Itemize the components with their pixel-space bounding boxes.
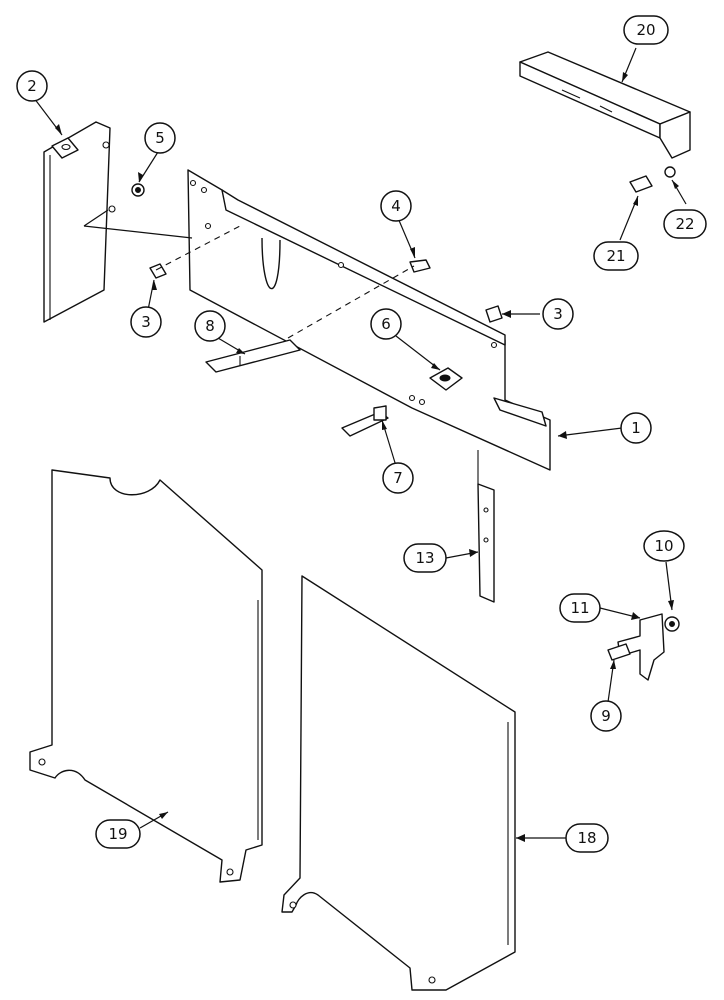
part-1-main-panel [187, 169, 551, 471]
callout-2: 2 [16, 70, 48, 102]
callout-4: 4 [380, 190, 412, 222]
callout-3-left: 3 [130, 306, 162, 338]
svg-text:10: 10 [654, 537, 673, 555]
callout-19: 19 [95, 819, 141, 849]
callout-11: 11 [559, 593, 601, 623]
assembly-lines [83, 209, 415, 339]
callout-7: 7 [382, 462, 414, 494]
svg-text:18: 18 [577, 829, 596, 847]
svg-text:13: 13 [415, 549, 434, 567]
svg-text:2: 2 [27, 77, 37, 95]
svg-text:11: 11 [570, 599, 589, 617]
part-19-left-panel [29, 469, 263, 883]
part-3-bolt-right [485, 305, 503, 323]
callout-1: 1 [620, 412, 652, 444]
callout-9: 9 [590, 700, 622, 732]
callout-21: 21 [593, 241, 639, 271]
svg-text:22: 22 [675, 215, 694, 233]
part-3-bolt-left [149, 263, 167, 279]
callout-22: 22 [663, 209, 707, 239]
part-7-clip [341, 405, 389, 437]
part-20-cover [519, 51, 691, 159]
callout-8: 8 [194, 310, 226, 342]
svg-text:20: 20 [636, 21, 655, 39]
svg-text:3: 3 [141, 313, 151, 331]
svg-text:1: 1 [631, 419, 641, 437]
svg-text:4: 4 [391, 197, 401, 215]
part-9-bolt [607, 643, 631, 661]
part-10-nut [664, 616, 680, 632]
callout-20: 20 [623, 15, 669, 45]
svg-text:9: 9 [601, 707, 611, 725]
svg-text:3: 3 [553, 305, 563, 323]
callout-13: 13 [403, 543, 447, 573]
svg-text:19: 19 [108, 825, 127, 843]
part-4-bolt [409, 259, 431, 273]
part-18-right-panel [281, 575, 516, 991]
part-11-bracket [617, 613, 665, 681]
svg-text:7: 7 [393, 469, 403, 487]
leader-lines [33, 47, 687, 842]
part-5-nut [131, 183, 145, 197]
part-8-strip [205, 339, 301, 373]
svg-text:21: 21 [606, 247, 625, 265]
svg-text:6: 6 [381, 315, 391, 333]
callout-3-right: 3 [542, 298, 574, 330]
callout-10: 10 [643, 530, 685, 562]
part-6-nut [429, 367, 463, 391]
part-2-bracket [43, 121, 116, 323]
callout-18: 18 [565, 823, 609, 853]
part-21-bolt [629, 175, 653, 193]
callout-5: 5 [144, 122, 176, 154]
part-22-washer [664, 166, 676, 178]
part-13-strip [477, 450, 495, 603]
callout-6: 6 [370, 308, 402, 340]
svg-text:5: 5 [155, 129, 165, 147]
svg-text:8: 8 [205, 317, 215, 335]
